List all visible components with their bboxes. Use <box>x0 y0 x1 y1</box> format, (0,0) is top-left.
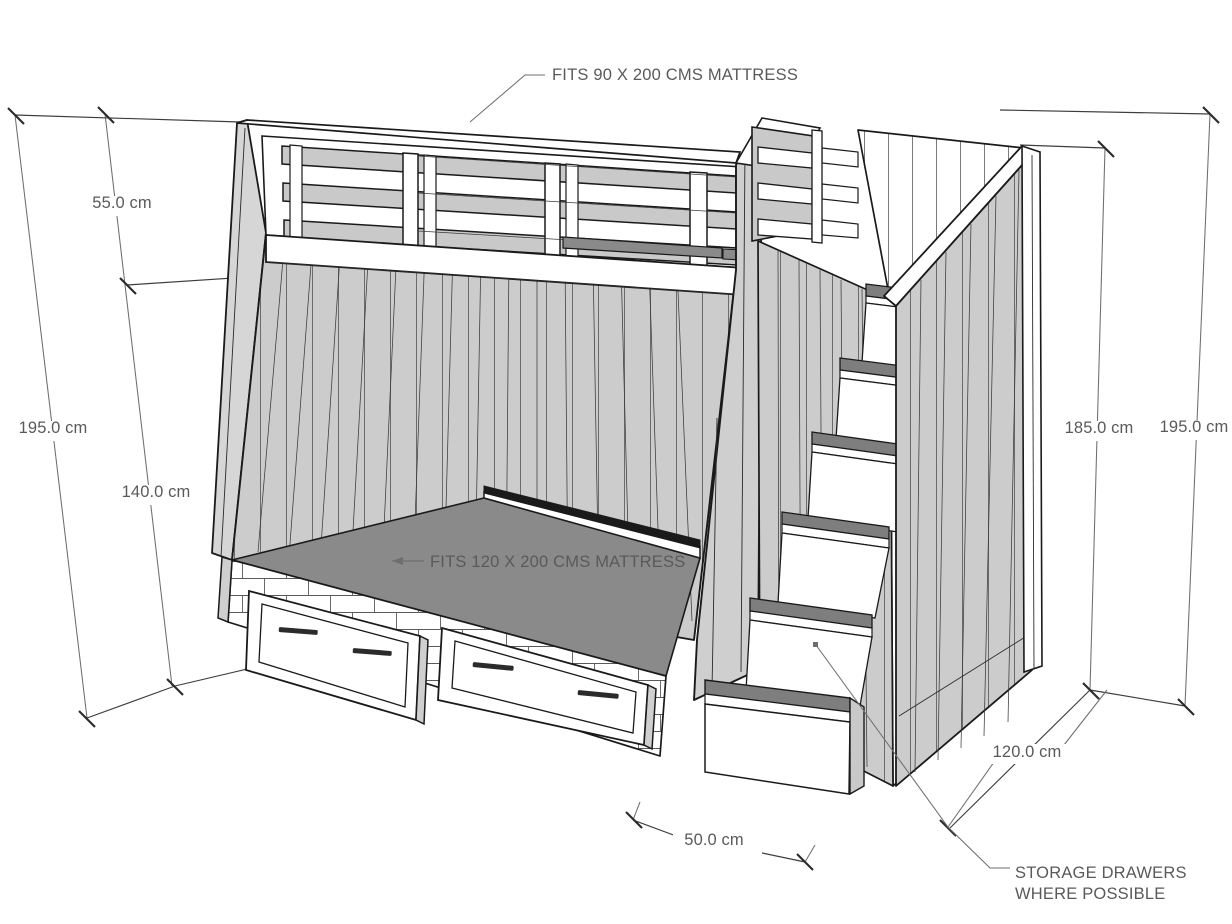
dimension-120-label: 120.0 cm <box>993 743 1062 761</box>
upper-landing-rail <box>751 126 859 244</box>
upper-mattress-strip <box>562 236 723 259</box>
dimension-50-label: 50.0 cm <box>684 831 743 849</box>
dimension-195-right-label: 195.0 cm <box>1160 418 1229 436</box>
dimension-group-left: 195.0 cm 55.0 cm 140.0 cm 195.0 cm 55.0 … <box>7 106 279 728</box>
dimension-185-label: 185.0 cm <box>1065 419 1134 437</box>
lower-bunk <box>217 485 701 757</box>
staircase <box>704 144 1043 796</box>
storage-note-line2-label: WHERE POSSIBLE <box>1015 885 1165 903</box>
leader-origin-dot <box>813 642 818 647</box>
storage-drawer-left[interactable] <box>245 589 429 726</box>
upper-bunk-guard-rail <box>261 135 743 271</box>
mattress-arrowhead <box>392 557 403 565</box>
dimension-140-text: 140.0 cm <box>122 483 191 501</box>
drawer-handle <box>352 648 392 656</box>
dimension-55-text: 55.0 cm <box>92 194 151 212</box>
upper-mattress-note-label: FITS 90 X 200 CMS MATTRESS <box>552 66 798 84</box>
drawer-handle <box>472 662 514 671</box>
drawer-handle <box>278 627 318 635</box>
dimension-195-left-text: 195.0 cm <box>19 419 88 437</box>
drawer-handle <box>577 690 619 699</box>
storage-drawer-right[interactable] <box>437 626 657 751</box>
dimension-group-bottom: 50.0 cm 120.0 cm <box>625 689 1108 871</box>
storage-note-line1-label: STORAGE DRAWERS <box>1015 864 1187 882</box>
annotation-group: FITS 90 X 200 CMS MATTRESS FITS 120 X 20… <box>392 66 1187 903</box>
lower-mattress-note-label: FITS 120 X 200 CMS MATTRESS <box>430 553 685 571</box>
